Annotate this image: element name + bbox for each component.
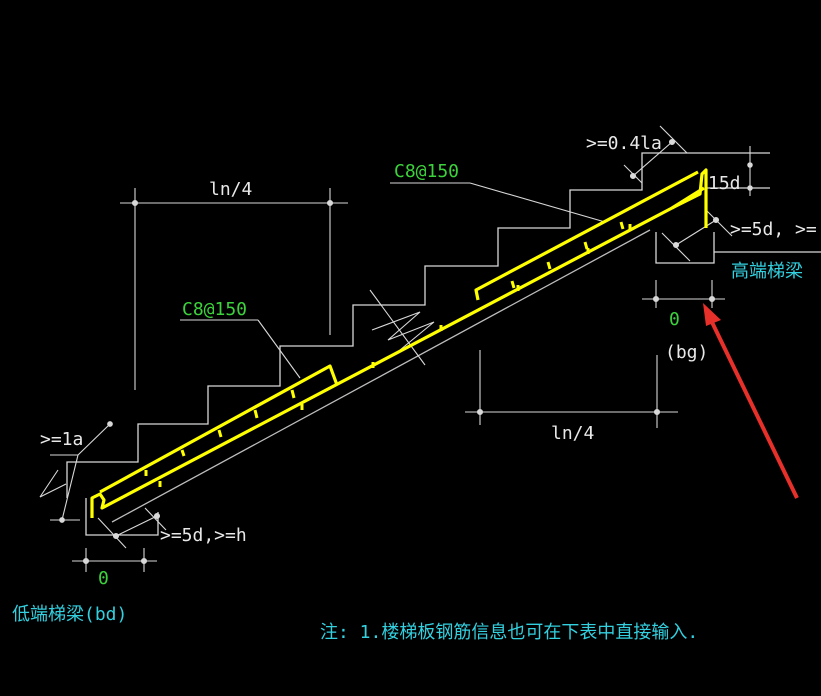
dimension-ln4-bottom [465,350,678,428]
label-high-zero: 0 [669,309,680,330]
slab-soffit-line [111,229,651,523]
high-beam-outline [655,232,715,264]
label-ln4-bottom: ln/4 [551,423,595,444]
dimension-ln4-top [120,188,348,390]
leader-04la [623,125,688,184]
dimension-15d [747,146,753,196]
stair-steps-outline [66,152,770,498]
leader-low-5d [97,507,167,549]
label-low-beam: 低端梯梁(bd) [12,604,128,625]
label-rebar-upper: C8@150 [394,161,460,182]
rebar-distribution-dots [144,221,632,487]
break-symbol [369,289,435,366]
label-rebar-lower: C8@150 [182,299,248,320]
leader-rebar-upper-slant [469,182,606,223]
label-ln4-top: ln/4 [209,179,253,200]
label-high-beam: 高端梯梁 [731,261,803,282]
label-anchor-04la: >=0.4la [586,133,662,154]
label-low-1a: >=1a [40,429,84,450]
dimension-high-beam-width [642,280,725,308]
leader-high-5d [661,209,733,262]
leader-low-1a [39,421,113,523]
label-high-5d: >=5d, >= [730,219,817,240]
label-hook-15d: 15d [708,173,741,194]
dimension-low-beam-width [72,548,157,572]
label-low-zero: 0 [98,568,109,589]
rebar-bottom-main [90,168,708,518]
leader-rebar-lower-slant [257,319,301,379]
note-text: 注: 1.楼梯板钢筋信息也可在下表中直接输入. [320,622,699,643]
label-low-5d: >=5d,>=h [160,525,247,546]
low-beam-outline [85,498,159,536]
label-high-bg: (bg) [665,342,709,363]
red-arrow [703,303,799,499]
